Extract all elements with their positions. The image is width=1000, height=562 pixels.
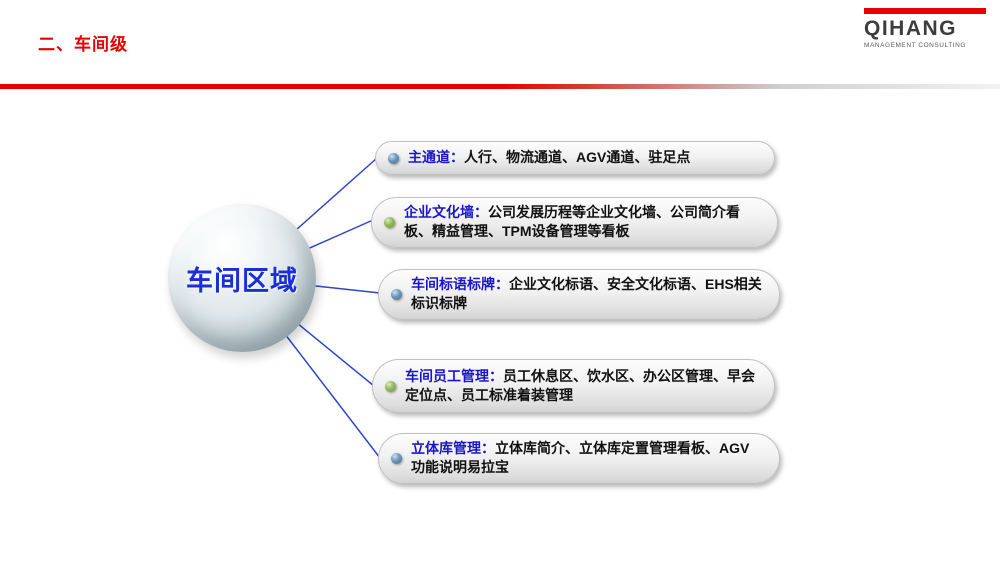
pill-label: 主通道： bbox=[408, 149, 464, 166]
pill-label: 车间标语标牌： bbox=[411, 276, 509, 292]
pill-body: 公司发展历程等企业文化墙、公司简介看板、精益管理、TPM设备管理等看板 bbox=[404, 204, 740, 240]
pill-label: 企业文化墙： bbox=[404, 204, 488, 220]
center-sphere-label: 车间区域 bbox=[186, 265, 298, 296]
pill-text: 车间员工管理：员工休息区、饮水区、办公区管理、早会定位点、员工标准着装管理 bbox=[405, 367, 758, 406]
pill-slogan-signs: 车间标语标牌：企业文化标语、安全文化标语、EHS相关标识标牌 bbox=[378, 269, 780, 320]
logo-text: QIHANG bbox=[864, 17, 957, 40]
pill-body: 企业文化标语、安全文化标语、EHS相关标识标牌 bbox=[411, 276, 762, 312]
pill-label: 立体库管理： bbox=[411, 440, 495, 456]
pill-text: 主通道：人行、物流通道、AGV通道、驻足点 bbox=[408, 148, 690, 167]
bullet-icon bbox=[391, 288, 402, 300]
pill-text: 企业文化墙：公司发展历程等企业文化墙、公司简介看板、精益管理、TPM设备管理等看… bbox=[404, 203, 761, 242]
pill-text: 车间标语标牌：企业文化标语、安全文化标语、EHS相关标识标牌 bbox=[411, 275, 763, 314]
header-divider bbox=[0, 84, 1000, 89]
qihang-logo: QIHANG MANAGEMENT CONSULTING bbox=[864, 8, 986, 49]
section-title: 二、车间级 bbox=[38, 35, 128, 54]
pill-staff-management: 车间员工管理：员工休息区、饮水区、办公区管理、早会定位点、员工标准着装管理 bbox=[372, 359, 775, 413]
pill-body: 人行、物流通道、AGV通道、驻足点 bbox=[464, 149, 691, 166]
pill-body: 立体库简介、立体库定置管理看板、AGV功能说明易拉宝 bbox=[411, 440, 750, 476]
logo-subtitle: MANAGEMENT CONSULTING bbox=[864, 42, 966, 50]
center-sphere: 车间区域 bbox=[168, 204, 316, 352]
pill-warehouse-management: 立体库管理：立体库简介、立体库定置管理看板、AGV功能说明易拉宝 bbox=[378, 433, 780, 484]
logo-red-bar bbox=[864, 8, 986, 14]
bullet-icon bbox=[388, 152, 399, 164]
bullet-icon bbox=[384, 216, 395, 228]
pill-main-channel: 主通道：人行、物流通道、AGV通道、驻足点 bbox=[375, 141, 775, 175]
pill-label: 车间员工管理： bbox=[405, 367, 503, 384]
bullet-icon bbox=[385, 380, 396, 392]
pill-body: 员工休息区、饮水区、办公区管理、早会定位点、员工标准着装管理 bbox=[405, 367, 755, 403]
pill-culture-wall: 企业文化墙：公司发展历程等企业文化墙、公司简介看板、精益管理、TPM设备管理等看… bbox=[371, 197, 778, 248]
pill-text: 立体库管理：立体库简介、立体库定置管理看板、AGV功能说明易拉宝 bbox=[411, 439, 763, 478]
bullet-icon bbox=[391, 452, 402, 464]
